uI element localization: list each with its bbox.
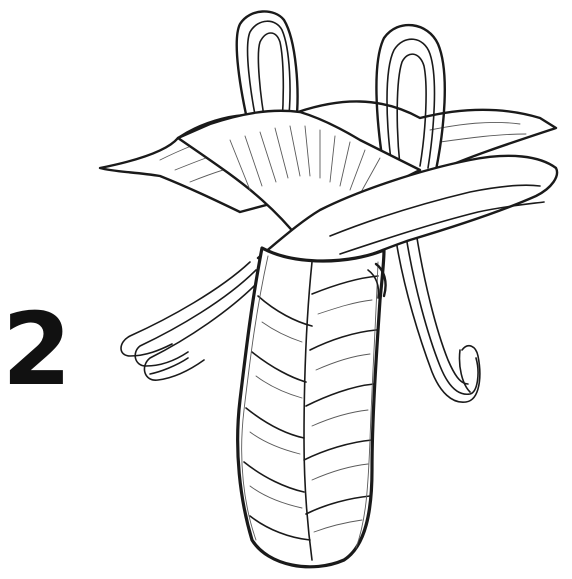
left-strands bbox=[121, 262, 262, 380]
braid-column bbox=[238, 248, 384, 567]
right-strands bbox=[396, 232, 480, 402]
step-number-label: 2 bbox=[2, 300, 72, 400]
